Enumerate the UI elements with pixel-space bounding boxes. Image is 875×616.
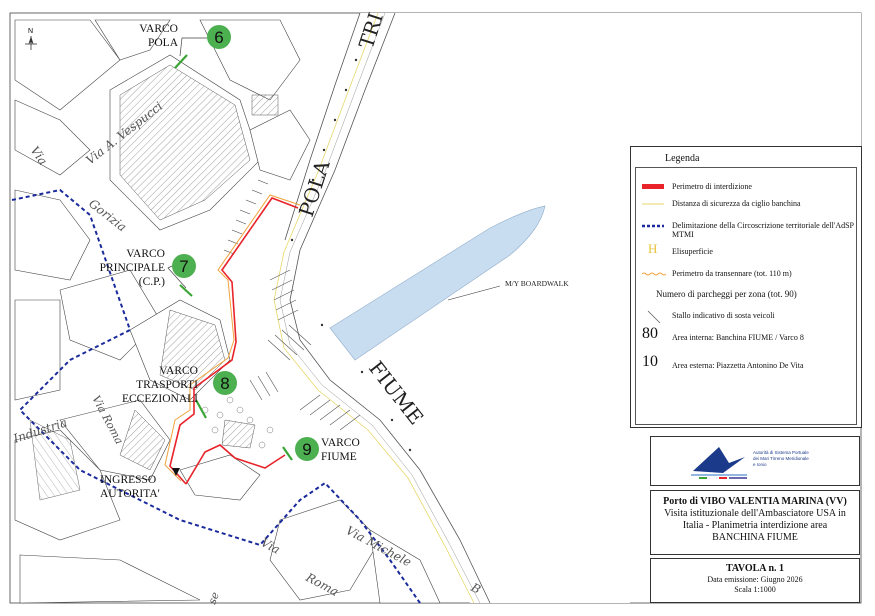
authority-entrance: INGRESSO AUTORITA' xyxy=(100,468,180,500)
interdiction-perimeter xyxy=(169,197,299,485)
vessel-label: M/Y BOARDWALK xyxy=(505,279,569,288)
gate-8-badge xyxy=(213,371,237,395)
internal-count: 80 xyxy=(642,325,658,342)
vessel-leader xyxy=(447,285,501,301)
gate-8-line-1: VARCO xyxy=(159,365,198,377)
tavola-block: TAVOLA n. 1 Data emissione: Giugno 2026 … xyxy=(650,558,860,603)
gate-9-line-1: VARCO xyxy=(321,437,360,449)
gate-7-line-1: VARCO xyxy=(126,248,165,260)
gate-6-badge xyxy=(207,25,231,49)
external-count: 10 xyxy=(642,353,658,370)
tavola-title: TAVOLA n. 1 xyxy=(725,563,785,574)
title-line-3: Italia - Planimetria interdizione area xyxy=(682,520,828,531)
gate-9-badge xyxy=(295,437,319,461)
hatched-buildings xyxy=(29,64,279,501)
north-arrow: N xyxy=(25,28,37,50)
title-line-2: Visita istituzionale dell'Ambasciatore U… xyxy=(664,508,846,519)
street-gorizia: Gorizia xyxy=(86,196,129,234)
tavola-date: Data emissione: Giugno 2026 xyxy=(707,575,803,584)
gate-9-number: 9 xyxy=(302,440,311,459)
tavola-scale: Scala 1:1000 xyxy=(734,585,776,594)
gate-markers xyxy=(174,54,293,461)
wavy-orange-line-icon xyxy=(642,272,666,276)
vessel-shape xyxy=(329,205,546,361)
logo-text: Autorità di Sistema Portuale dei Mari Ti… xyxy=(753,450,809,467)
port-title: Porto di VIBO VALENTIA MARINA (VV) xyxy=(663,496,847,507)
interdiction-perimeter-south xyxy=(185,444,286,485)
legend: Legenda Perimetro di interdizione Distan… xyxy=(630,146,862,428)
legend-body: Perimetro di interdizione Distanza di si… xyxy=(635,167,857,425)
legend-parking-title: Numero di parcheggi per zona (tot. 90) xyxy=(656,289,797,299)
authority-logo-icon xyxy=(691,447,747,479)
street-se: se xyxy=(206,590,223,606)
barrier-perimeter xyxy=(164,194,301,482)
gate-6: VARCO POLA 6 xyxy=(139,23,231,57)
gate-6-line-1: VARCO xyxy=(139,23,178,35)
gate-7-number: 7 xyxy=(179,257,188,276)
gate-9: 9 VARCO FIUME xyxy=(295,437,360,463)
entrance-arrow-icon xyxy=(172,468,180,476)
safety-distance-line xyxy=(273,12,475,604)
gate-6-line-2: POLA xyxy=(148,37,179,49)
thin-yellow-line-icon xyxy=(642,203,664,205)
gate-8-number: 8 xyxy=(220,374,229,393)
gate-8-line-2: TRASPORTI xyxy=(136,379,198,391)
gate-9-line-2: FIUME xyxy=(321,451,357,463)
parking-stalls xyxy=(249,269,361,431)
title-line-4: BANCHINA FIUME xyxy=(712,532,798,543)
gate-7-line-2: PRINCIPALE xyxy=(100,262,165,274)
north-label: N xyxy=(28,28,33,35)
gate-7-badge xyxy=(172,254,196,278)
legend-title: Legenda xyxy=(665,153,700,164)
sea-area xyxy=(300,13,861,603)
entrance-line-1: INGRESSO xyxy=(100,474,156,486)
gate-7: VARCO PRINCIPALE (C.P.) 7 xyxy=(100,248,196,289)
helipad-icon: H xyxy=(648,241,658,256)
bollards xyxy=(290,58,412,452)
title-block: Porto di VIBO VALENTIA MARINA (VV) Visit… xyxy=(650,490,860,555)
logo-block: Autorità di Sistema Portuale dei Mari Ti… xyxy=(650,436,860,486)
blue-dashed-line-icon xyxy=(642,224,664,228)
trees xyxy=(201,396,274,449)
pier-ticks xyxy=(223,179,269,255)
gate-8: VARCO TRASPORTI ECCEZIONALI 8 xyxy=(122,365,237,405)
authority-boundary xyxy=(11,188,421,604)
entrance-line-2: AUTORITA' xyxy=(100,488,160,500)
red-line-icon xyxy=(642,184,664,189)
quay-edges xyxy=(279,12,491,604)
gate-6-number: 6 xyxy=(214,28,223,47)
parking-stall-icon xyxy=(647,310,661,323)
gate-8-line-3: ECCEZIONALI xyxy=(122,393,198,405)
gate-7-line-3: (C.P.) xyxy=(139,276,165,288)
